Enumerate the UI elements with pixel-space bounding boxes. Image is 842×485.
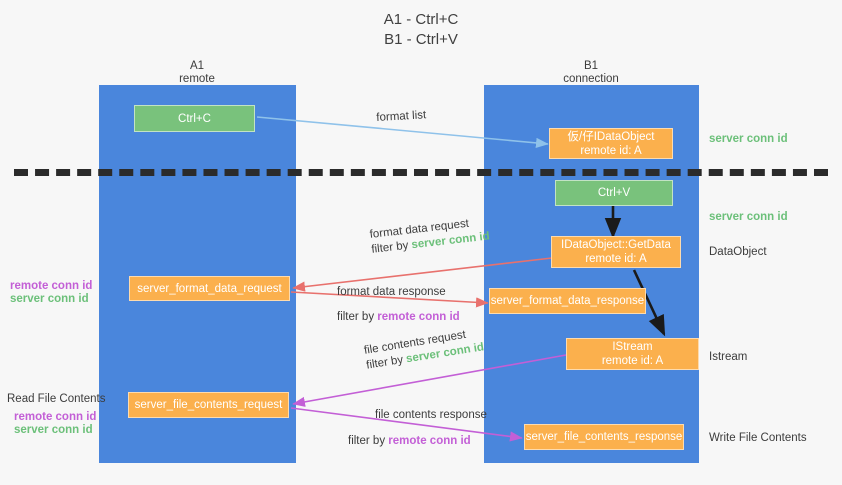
box-idataobject-line1: 仮/仔IDataObject xyxy=(567,130,655,143)
edge-label-format-data-response: format data response filter by remote co… xyxy=(337,285,460,325)
edge-file-resp-prefix: filter by xyxy=(348,435,389,447)
box-server-format-data-request[interactable]: server_format_data_request xyxy=(129,276,290,301)
box-file-req-label: server_file_contents_request xyxy=(134,399,283,411)
box-ctrl-v-label: Ctrl+V xyxy=(597,187,631,199)
edge-fmt-resp-prefix: filter by xyxy=(337,311,378,323)
annotation-right-server-conn-second: server conn id xyxy=(709,211,788,223)
edge-label-file-contents-request: file contents request filter by server c… xyxy=(363,325,485,373)
lane-a1-sub: remote xyxy=(179,73,215,85)
title-line-2: B1 - Ctrl+V xyxy=(384,31,458,48)
box-idataobject[interactable]: 仮/仔IDataObject remote id: A xyxy=(549,128,673,159)
annotation-right-write-file-contents: Write File Contents xyxy=(709,432,807,444)
annotation-left-remote-conn-second: remote conn id xyxy=(14,411,97,423)
box-ctrl-c-label: Ctrl+C xyxy=(178,112,211,125)
edge-file-resp-line2: filter by remote conn id xyxy=(348,434,487,449)
lane-b1-sub: connection xyxy=(563,73,619,85)
annotation-right-istream: Istream xyxy=(709,351,748,363)
box-getdata-line2: remote id: A xyxy=(585,253,647,265)
edge-label-file-contents-response: file contents response filter by remote … xyxy=(348,408,487,449)
edge-fmt-req-prefix: filter by xyxy=(370,239,413,256)
annotation-right-server-conn-top: server conn id xyxy=(709,133,788,145)
edge-fmt-resp-line2: filter by remote conn id xyxy=(337,310,460,325)
edge-file-resp-line1: file contents response xyxy=(375,409,487,421)
box-fmt-resp-label: server_format_data_response xyxy=(490,295,645,307)
annotation-right-dataobject: DataObject xyxy=(709,246,767,258)
box-server-file-contents-response[interactable]: server_file_contents_response xyxy=(524,424,684,450)
lane-header-a1: A1 remote xyxy=(117,60,277,86)
box-ctrl-c[interactable]: Ctrl+C xyxy=(134,105,255,132)
edge-label-format-list: format list xyxy=(376,108,427,126)
annotation-left-remote-conn-first: remote conn id xyxy=(10,280,93,292)
box-idataobject-getdata[interactable]: IDataObject::GetData remote id: A xyxy=(551,236,681,268)
annotation-left-server-conn-first: server conn id xyxy=(10,293,89,305)
box-idataobject-line2: remote id: A xyxy=(580,144,642,157)
edge-label-format-data-request: format data request filter by server con… xyxy=(369,215,491,258)
box-ctrl-v[interactable]: Ctrl+V xyxy=(555,180,673,206)
title-line-1: A1 - Ctrl+C xyxy=(383,11,459,28)
lane-b1-name: B1 xyxy=(583,60,599,72)
box-fmt-req-label: server_format_data_request xyxy=(137,282,282,295)
annotation-left-server-conn-second: server conn id xyxy=(14,424,93,436)
lane-header-b1: B1 connection xyxy=(511,60,671,86)
lane-a1-name: A1 xyxy=(189,60,205,72)
box-getdata-line1: IDataObject::GetData xyxy=(561,239,671,251)
edge-fmt-resp-line1: format data response xyxy=(337,286,446,298)
box-istream-line2: remote id: A xyxy=(601,355,664,367)
box-file-resp-label: server_file_contents_response xyxy=(525,431,683,443)
box-server-format-data-response[interactable]: server_format_data_response xyxy=(489,288,646,314)
phase-divider xyxy=(14,169,828,176)
edge-fmt-resp-tag: remote conn id xyxy=(377,311,460,323)
edge-file-resp-tag: remote conn id xyxy=(388,435,471,447)
box-server-file-contents-request[interactable]: server_file_contents_request xyxy=(128,392,289,418)
annotation-left-read-file-contents: Read File Contents xyxy=(7,393,106,405)
box-istream-line1: IStream xyxy=(612,341,653,353)
diagram-title: A1 - Ctrl+C B1 - Ctrl+V xyxy=(0,10,842,50)
edge-label-format-list-text: format list xyxy=(376,109,427,124)
box-istream[interactable]: IStream remote id: A xyxy=(566,338,699,370)
